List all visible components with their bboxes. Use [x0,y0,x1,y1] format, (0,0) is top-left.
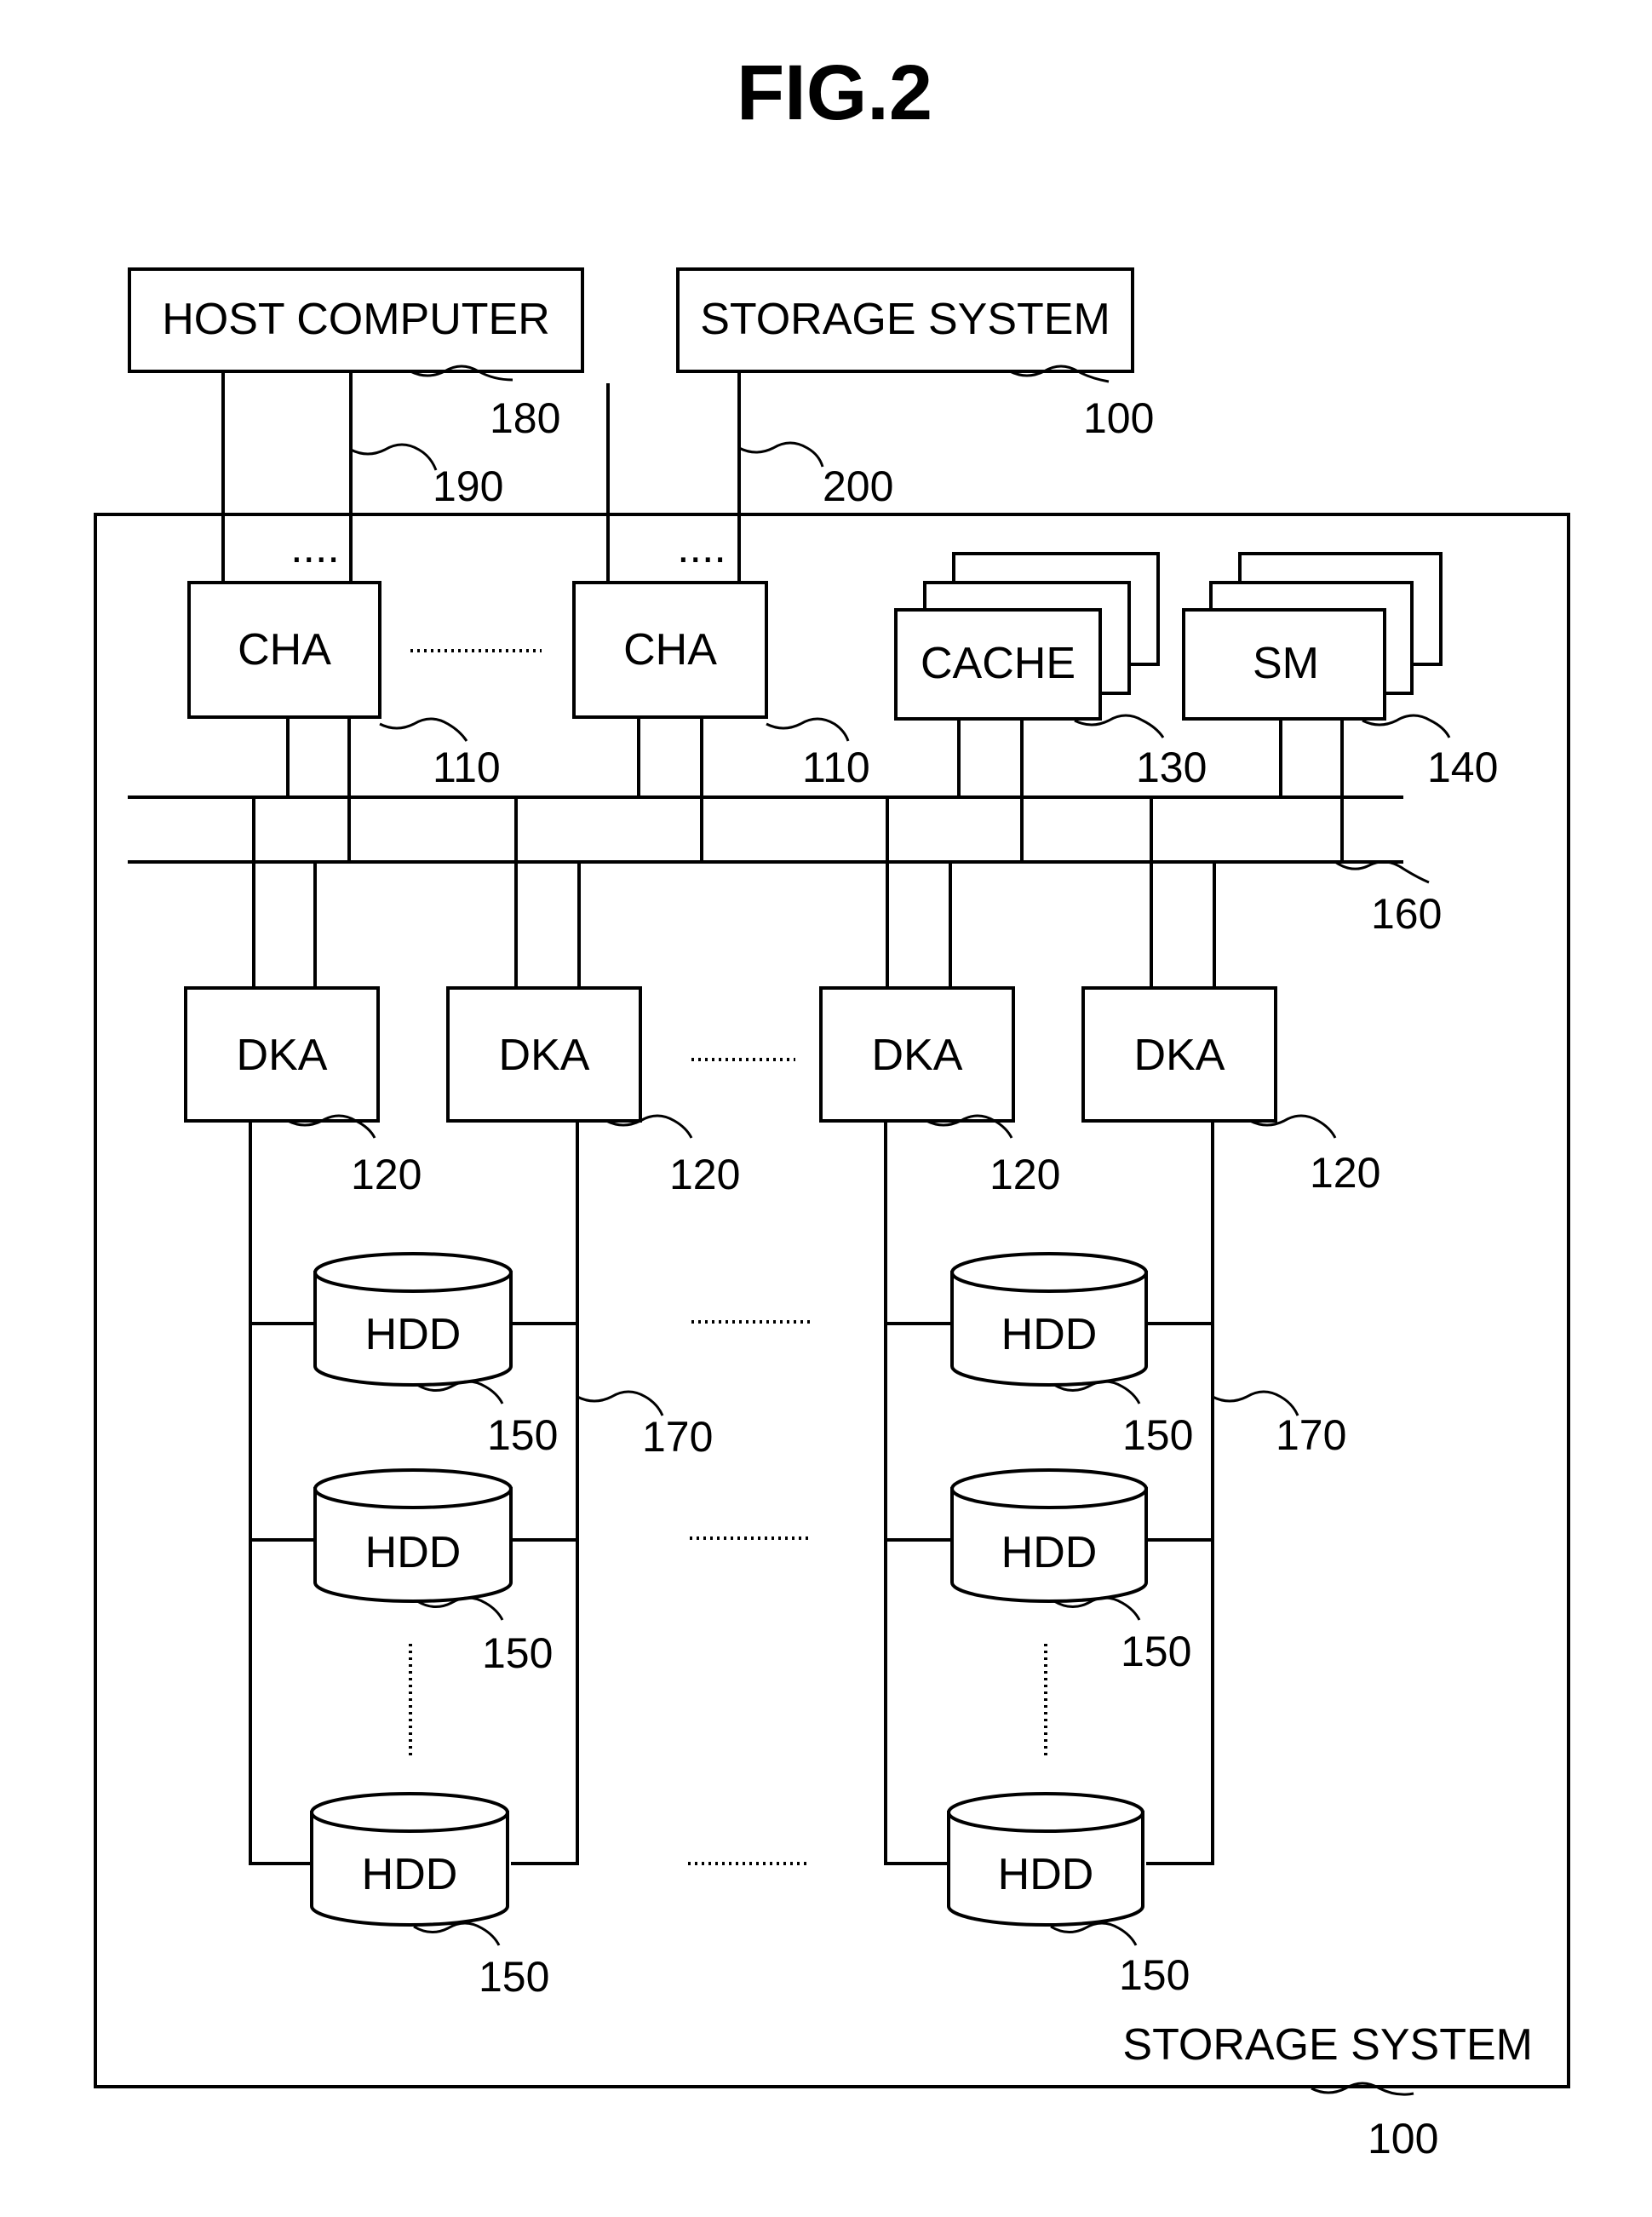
svg-text:150: 150 [479,1953,549,2001]
connection-ref: 160 [1371,890,1442,938]
svg-text:HDD: HDD [365,1310,462,1359]
storage-system-enclosure [94,513,1570,2088]
dka-3-ref: 120 [989,1151,1060,1198]
svg-text:150: 150 [1122,1411,1193,1459]
dka-2: DKA [446,986,642,1123]
dka-3: DKA [819,986,1015,1123]
hdd: HDD [313,1468,513,1603]
dka-label: DKA [499,1031,590,1080]
svg-text:HDD: HDD [1001,1310,1098,1359]
external-storage-block: STORAGE SYSTEM [676,267,1134,373]
fc-loop-right [884,1121,950,1865]
svg-text:HDD: HDD [365,1528,462,1577]
svg-text:HDD: HDD [1001,1528,1098,1577]
cache-block: CACHE [894,552,1160,721]
sm-block: SM [1182,552,1443,721]
dka-1: DKA [184,986,380,1123]
dka-label: DKA [872,1031,963,1080]
dka-2-ref: 120 [669,1151,740,1198]
storage-system-label: STORAGE SYSTEM [1122,2020,1533,2070]
cache-ref: 130 [1136,744,1207,791]
hdd: HDD [947,1792,1144,1927]
dka-1-ref: 120 [351,1151,422,1198]
fc-loop-left [249,1121,315,1865]
cache-label: CACHE [921,639,1076,688]
cha-label: CHA [238,625,331,675]
fc-loop-left-ref: 170 [642,1413,713,1461]
svg-text:HDD: HDD [362,1850,458,1899]
hdd: HDD [950,1468,1148,1603]
svg-text:150: 150 [482,1629,553,1677]
external-storage-label: STORAGE SYSTEM [700,295,1110,344]
dka-4-ref: 120 [1310,1149,1380,1197]
dka-4: DKA [1081,986,1277,1123]
sm-ref: 140 [1427,744,1498,791]
svg-text:150: 150 [1121,1628,1191,1675]
cha-label: CHA [623,625,717,675]
external-storage-ref: 100 [1083,394,1154,442]
dka-label: DKA [237,1031,328,1080]
port-ellipsis: .... [290,523,340,572]
hdd: HDD [313,1252,513,1387]
figure-title: FIG.2 [737,49,932,136]
cha-1: CHA [187,581,381,719]
storage-link-ref: 200 [823,462,893,510]
host-link-ref: 190 [433,462,503,510]
svg-text:150: 150 [487,1411,558,1459]
hdd: HDD [310,1792,509,1927]
fc-loop-right-ref: 170 [1276,1411,1346,1459]
port-ellipsis: .... [677,523,726,572]
hdd: HDD [950,1252,1148,1387]
storage-system-ref: 100 [1368,2115,1438,2162]
host-computer-ref: 180 [490,394,560,442]
host-computer-block: HOST COMPUTER [128,267,584,373]
host-computer-label: HOST COMPUTER [162,295,550,344]
sm-label: SM [1253,639,1319,688]
cha-1-ref: 110 [433,744,501,791]
svg-text:150: 150 [1119,1951,1190,1999]
cha-2: CHA [572,581,768,719]
svg-text:HDD: HDD [998,1850,1094,1899]
dka-label: DKA [1134,1031,1225,1080]
cha-2-ref: 110 [802,744,870,791]
